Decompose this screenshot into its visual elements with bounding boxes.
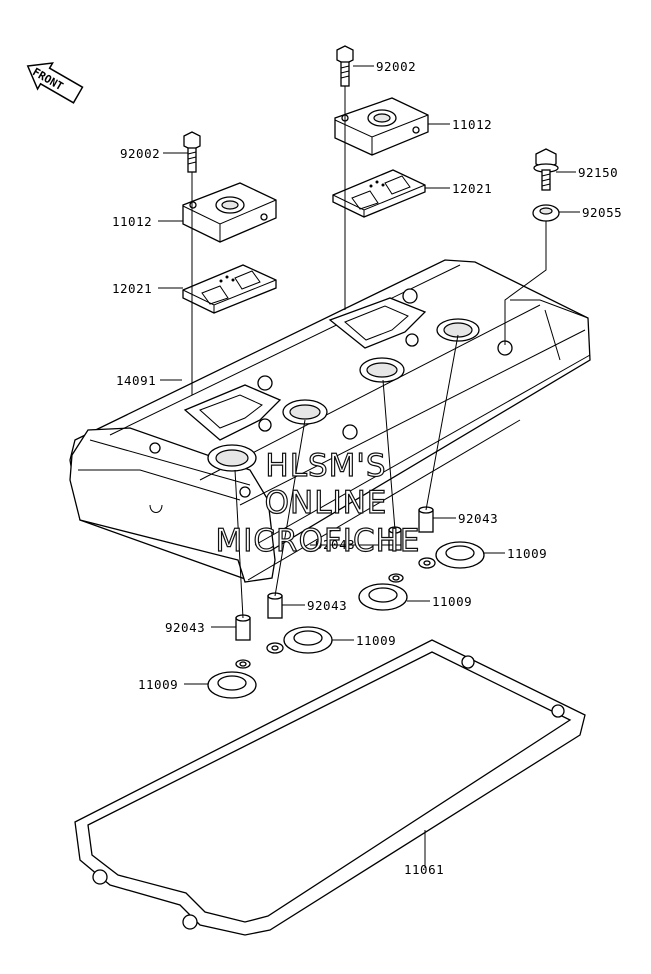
label-pad-top-right: 12021: [452, 181, 492, 196]
seal-left: [207, 659, 257, 699]
bolt-left: [183, 131, 201, 173]
label-cover: 14091: [116, 373, 156, 388]
label-dowel-mid: 92043: [315, 537, 355, 552]
label-gasket: 11061: [404, 862, 444, 877]
watermark-line-2: ONLINE: [265, 485, 388, 521]
label-pad-left: 12021: [112, 281, 152, 296]
dowel-left: [235, 614, 251, 641]
label-cap-top-right: 11012: [452, 117, 492, 132]
label-bolt-right: 92150: [578, 165, 618, 180]
label-dowel-left: 92043: [165, 620, 205, 635]
front-arrow-icon: FRONT: [26, 62, 84, 104]
label-cap-left: 11012: [112, 214, 152, 229]
gasket: [74, 639, 586, 936]
watermark: HLSM'S ONLINE MICROFICHE: [215, 447, 421, 559]
dowel-center: [267, 592, 283, 619]
pad-left: [182, 264, 277, 314]
label-seal-center: 11009: [356, 633, 396, 648]
label-dowel-right: 92043: [458, 511, 498, 526]
cap-left: [182, 182, 277, 243]
label-bolt-top-right: 92002: [376, 59, 416, 74]
label-bolt-left: 92002: [120, 146, 160, 161]
dowel-right: [418, 506, 434, 533]
watermark-line-3: MICROFICHE: [216, 523, 421, 559]
label-washer-right: 92055: [582, 205, 622, 220]
seal-mid: [358, 573, 408, 611]
cylinder-head-cover: [69, 259, 591, 583]
seal-right: [418, 541, 485, 569]
washer-right: [532, 204, 560, 222]
label-dowel-center: 92043: [307, 598, 347, 613]
label-seal-right: 11009: [507, 546, 547, 561]
bolt-right: [533, 148, 559, 191]
bolt-top-right: [336, 45, 354, 87]
label-seal-left: 11009: [138, 677, 178, 692]
pad-top-right: [332, 169, 426, 218]
watermark-line-1: HLSM'S: [265, 448, 386, 484]
label-seal-mid: 11009: [432, 594, 472, 609]
cap-top-right: [334, 97, 429, 156]
seal-center: [266, 626, 333, 654]
leader-lines: [158, 65, 580, 868]
